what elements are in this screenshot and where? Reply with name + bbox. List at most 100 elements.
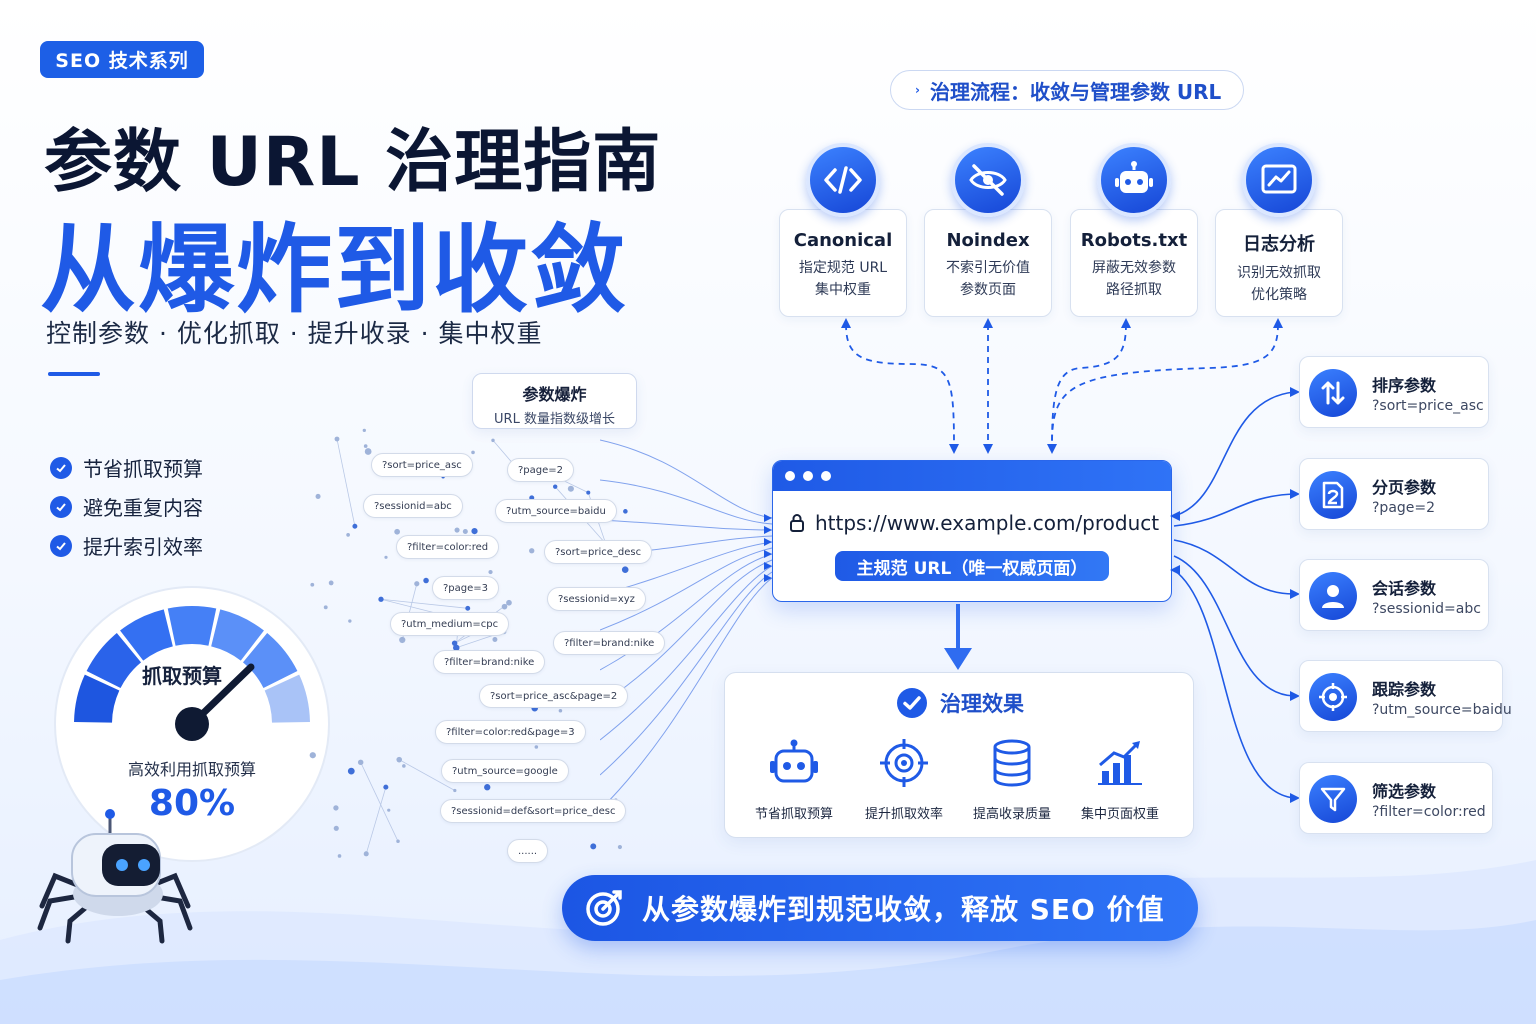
crawl-budget-gauge xyxy=(54,586,330,862)
explosion-callout: 参数爆炸 URL 数量指数级增长 xyxy=(472,373,637,429)
browser-titlebar xyxy=(773,461,1171,491)
title-divider xyxy=(48,372,100,376)
process-card-robots: Robots.txt 屏蔽无效参数路径抓取 xyxy=(1070,209,1198,317)
robot-icon xyxy=(1097,143,1171,217)
network-node xyxy=(347,767,355,775)
network-node xyxy=(362,428,366,433)
benefit-item: 避免重复内容 xyxy=(50,487,203,526)
gauge-segment xyxy=(86,633,142,689)
benefit-list: 节省抓取预算 避免重复内容 提升索引效率 xyxy=(50,448,203,565)
network-node xyxy=(396,756,403,763)
param-pill: ?utm_medium=cpc xyxy=(390,612,510,636)
param-type-tracking: 跟踪参数 ?utm_source=baidu xyxy=(1299,660,1512,732)
network-node xyxy=(453,788,457,793)
target-arrow-icon xyxy=(586,890,622,926)
param-pill: ?filter=color:red&page=3 xyxy=(435,720,586,744)
network-node xyxy=(384,555,388,559)
result-item: 提高收录质量 xyxy=(957,739,1067,822)
network-node xyxy=(465,605,471,611)
process-label: › 治理流程：收敛与管理参数 URL xyxy=(890,70,1244,110)
param-type-session: 会话参数 ?sessionid=abc xyxy=(1299,559,1489,631)
main-title: 参数 URL 治理指南 xyxy=(44,123,662,202)
network-node xyxy=(387,808,391,812)
gauge-segment xyxy=(264,674,310,723)
gauge-title: 抓取预算 xyxy=(142,664,222,688)
network-node xyxy=(357,759,364,766)
target-icon xyxy=(880,739,928,787)
benefit-item: 提升索引效率 xyxy=(50,526,203,565)
canonical-url-label: 主规范 URL（唯一权威页面） xyxy=(835,551,1109,581)
network-node xyxy=(492,637,498,643)
network-edge xyxy=(365,787,387,854)
network-node xyxy=(586,490,591,495)
network-node xyxy=(553,484,558,489)
benefit-item: 节省抓取预算 xyxy=(50,448,203,487)
network-node xyxy=(471,527,478,535)
param-pill: ?filter=brand:nike xyxy=(553,631,666,655)
param-type-sort: 排序参数 ?sort=price_asc xyxy=(1299,356,1489,428)
network-node xyxy=(352,523,358,529)
network-node xyxy=(534,745,539,749)
converging-lines xyxy=(600,439,773,811)
network-node xyxy=(333,805,339,811)
network-node xyxy=(363,444,368,448)
track-icon xyxy=(1309,673,1357,721)
network-node xyxy=(309,752,316,759)
network-node xyxy=(621,566,629,574)
network-node xyxy=(378,596,384,602)
check-circle-icon xyxy=(50,534,72,557)
network-node xyxy=(491,438,495,443)
page-url: https://www.example.com/product xyxy=(815,511,1160,535)
network-node xyxy=(617,844,623,850)
bar-chart-icon xyxy=(1098,741,1142,785)
network-node xyxy=(333,825,339,831)
network-node xyxy=(453,644,460,651)
check-circle-icon xyxy=(50,456,72,479)
param-pill: ...... xyxy=(507,839,549,863)
network-node xyxy=(590,843,597,850)
network-node xyxy=(315,493,321,499)
process-card-noindex: Noindex 不索引无价值参数页面 xyxy=(924,209,1052,317)
database-icon xyxy=(993,739,1031,787)
network-node xyxy=(567,485,574,492)
check-circle-icon xyxy=(50,495,72,518)
result-item: 节省抓取预算 xyxy=(739,739,849,822)
network-edge xyxy=(336,438,356,527)
param-pill: ?utm_source=baidu xyxy=(495,499,617,523)
param-pill: ?page=2 xyxy=(507,458,575,482)
network-node xyxy=(623,509,628,514)
network-node xyxy=(529,548,535,554)
network-node xyxy=(334,436,340,442)
explosion-subtitle: URL 数量指数级增长 xyxy=(494,412,615,427)
sort-icon xyxy=(1309,369,1357,417)
param-pill: ?sessionid=def&sort=price_desc xyxy=(440,799,627,823)
results-panel: 治理效果 节省抓取预算 提升抓取效率 提高收录质量 集中页面权重 xyxy=(724,672,1194,838)
series-tag: SEO 技术系列 xyxy=(40,41,204,78)
network-node xyxy=(402,764,406,768)
param-pill: ?sort=price_asc&page=2 xyxy=(479,684,629,708)
process-card-log-analysis: 日志分析 识别无效抓取优化策略 xyxy=(1215,209,1343,317)
arrow-down-icon xyxy=(944,604,972,670)
network-node xyxy=(364,448,372,455)
network-node xyxy=(323,605,328,610)
results-header: 治理效果 xyxy=(725,687,1195,719)
param-pill: ?page=3 xyxy=(432,576,500,600)
network-node xyxy=(328,580,334,586)
explosion-title: 参数爆炸 xyxy=(522,385,587,404)
network-node xyxy=(383,784,389,790)
gauge-segment xyxy=(211,609,264,661)
spider-robot-icon xyxy=(37,809,193,944)
param-type-pagination: 分页参数 ?page=2 xyxy=(1299,458,1489,530)
param-pill: ?utm_source=google xyxy=(441,759,569,783)
network-node xyxy=(462,528,468,535)
network-node xyxy=(363,851,369,857)
param-pill: ?sort=price_asc xyxy=(371,453,473,477)
network-node xyxy=(454,527,460,533)
network-node xyxy=(484,784,491,791)
network-node xyxy=(337,854,342,858)
canonical-browser-window: https://www.example.com/product 主规范 URL（… xyxy=(772,460,1172,602)
param-pill: ?filter=color:red xyxy=(396,535,500,559)
network-node xyxy=(396,839,400,844)
gauge-segment xyxy=(167,606,217,646)
gauge-segment xyxy=(242,633,298,689)
